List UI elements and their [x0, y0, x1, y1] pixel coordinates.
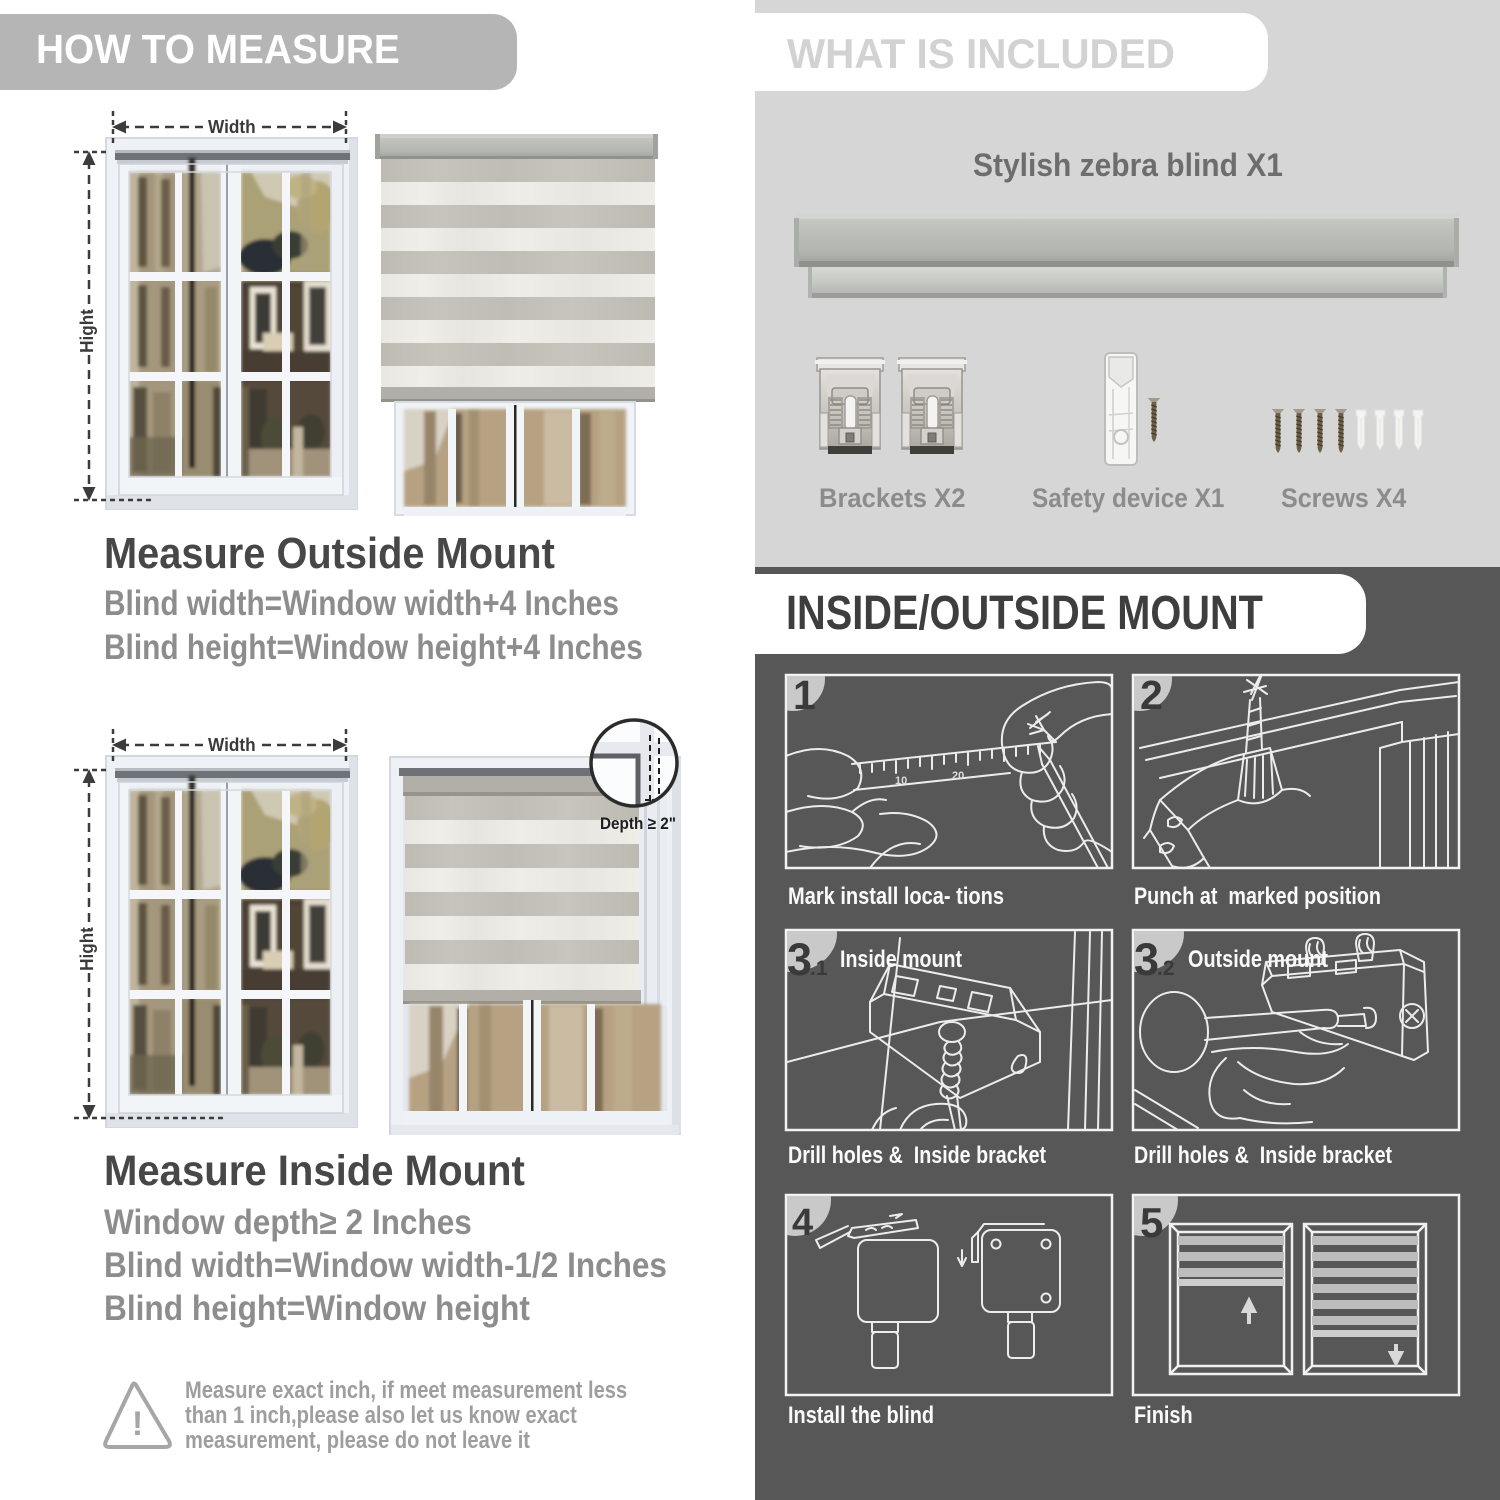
- svg-text:10: 10: [895, 775, 907, 787]
- svg-text:.1: .1: [810, 957, 828, 980]
- svg-text:.2: .2: [1157, 957, 1175, 980]
- svg-text:4: 4: [792, 1202, 813, 1244]
- svg-text:2: 2: [1140, 672, 1163, 718]
- svg-text:1: 1: [793, 672, 816, 718]
- svg-text:3: 3: [787, 934, 812, 985]
- svg-text:20: 20: [952, 770, 964, 782]
- svg-text:!: !: [132, 1405, 143, 1443]
- svg-text:3: 3: [1134, 934, 1159, 985]
- svg-text:5: 5: [1140, 1199, 1163, 1246]
